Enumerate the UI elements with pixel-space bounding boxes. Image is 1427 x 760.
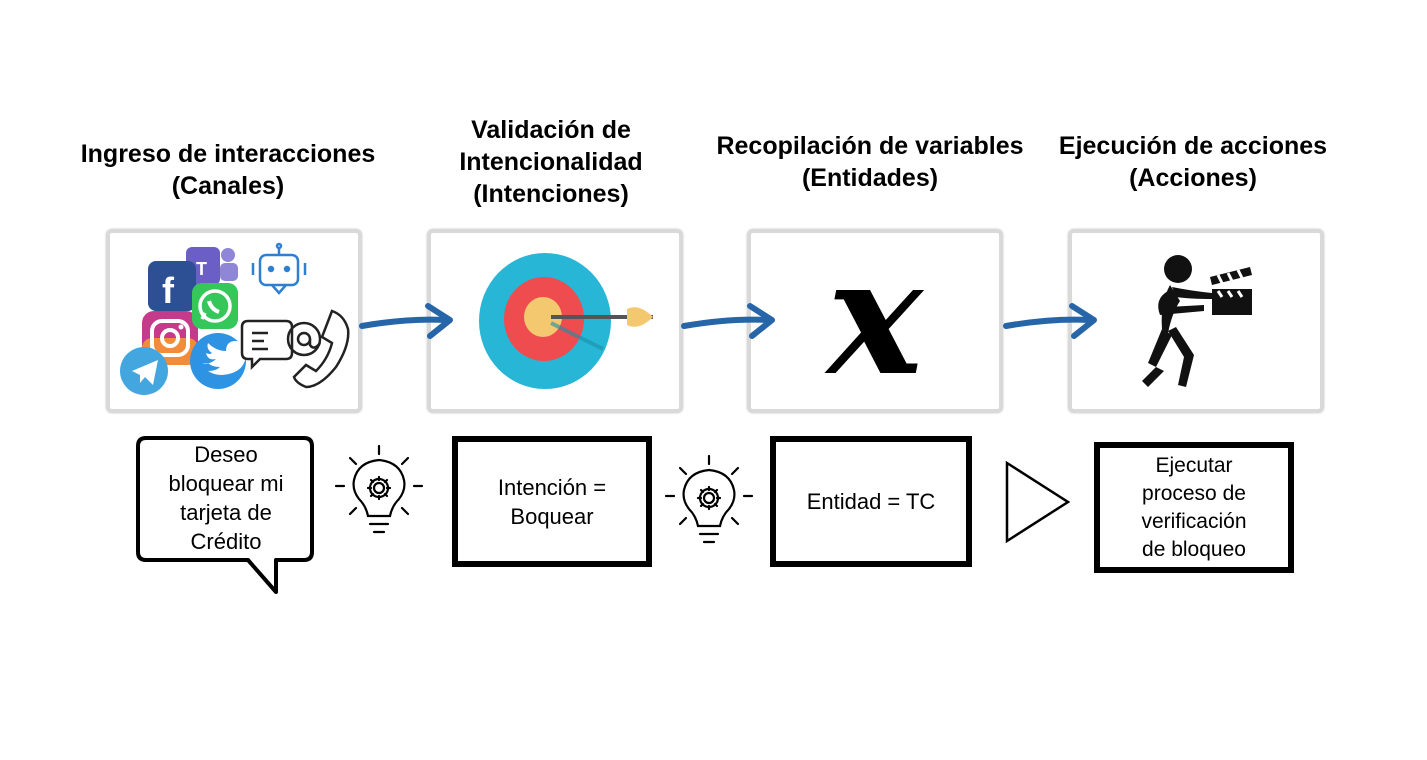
email-icon — [240, 319, 322, 371]
stage-title-channels: Ingreso de interacciones (Canales) — [80, 140, 376, 200]
channels-card: T f — [106, 229, 362, 413]
twitter-icon — [190, 333, 250, 389]
stage-title-intent-validation: Validación de Intencionalidad (Intencion… — [459, 116, 643, 208]
phone-icon — [292, 309, 350, 389]
actions-card — [1068, 229, 1324, 413]
person-clapperboard-icon — [1142, 255, 1252, 387]
play-triangle-icon — [1005, 460, 1071, 544]
entity-text: Entidad = TC — [806, 489, 936, 514]
target-icon — [479, 253, 653, 389]
utterance-text: Deseo bloquear mi tarjeta de Crédito — [168, 442, 284, 554]
speech-bubble — [136, 436, 314, 594]
stage-title-variables: Recopilación de variables (Entidades) — [716, 132, 1024, 192]
variables-card: x — [747, 229, 1003, 413]
variable-x-icon: x — [824, 233, 924, 409]
flow-arrow-2 — [681, 303, 775, 339]
lightbulb-gear-icon — [334, 444, 424, 534]
whatsapp-icon — [192, 283, 238, 329]
intent-box: Intención = Boquear — [452, 436, 652, 567]
svg-text:T: T — [196, 259, 207, 279]
entity-box: Entidad = TC — [770, 436, 972, 567]
action-text: Ejecutar proceso de verificación de bloq… — [1141, 453, 1247, 561]
lightbulb-gear-icon-2 — [664, 454, 754, 544]
facebook-icon: f — [148, 261, 196, 311]
intent-text: Intención = Boquear — [497, 474, 607, 529]
flow-arrow-1 — [359, 303, 453, 339]
svg-text:x: x — [824, 233, 924, 409]
stage-title-actions: Ejecución de acciones (Acciones) — [1058, 132, 1328, 192]
bot-icon — [251, 242, 307, 295]
svg-text:f: f — [162, 270, 175, 311]
intent-card — [427, 229, 683, 413]
action-box: Ejecutar proceso de verificación de bloq… — [1094, 442, 1294, 573]
flow-arrow-3 — [1003, 303, 1097, 339]
telegram-icon — [120, 347, 168, 395]
channels-icon: T f — [120, 242, 350, 395]
